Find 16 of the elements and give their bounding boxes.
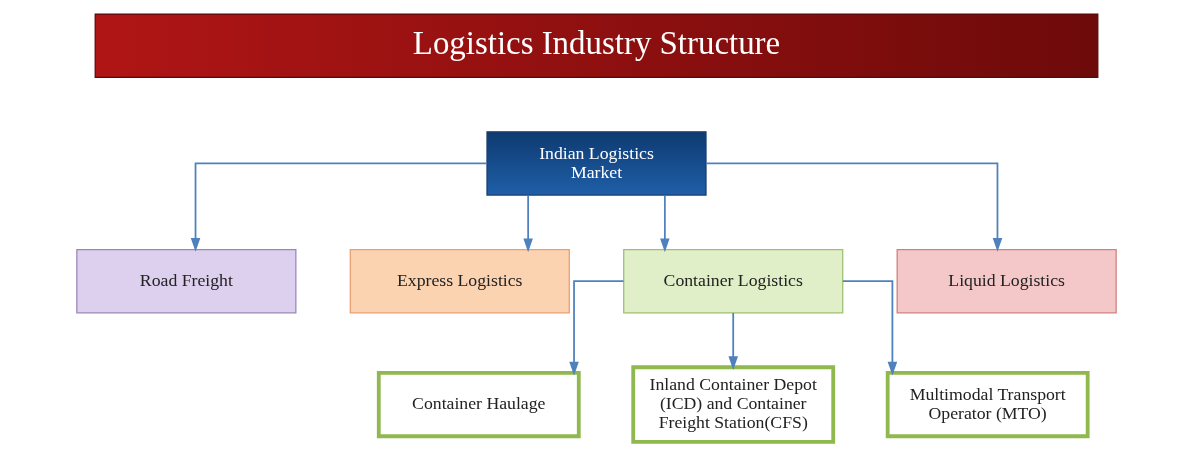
arrow (727, 311, 738, 370)
node-box: Liquid Logistics (896, 248, 1117, 313)
node-box: Indian Logistics Market (485, 130, 707, 196)
arrow (704, 162, 1002, 252)
node-box: Express Logistics (349, 248, 570, 313)
diagram-title: Logistics Industry Structure (412, 24, 780, 61)
arrow (659, 194, 670, 252)
node-box: Container Logistics (622, 248, 843, 313)
arrow (190, 162, 488, 252)
arrow (841, 279, 897, 375)
node-box: Road Freight (75, 248, 296, 313)
node-box: Multimodal Transport Operator (MTO) (885, 370, 1090, 438)
arrow (522, 194, 533, 252)
arrow (568, 279, 624, 375)
node-box: Container Haulage (376, 370, 581, 438)
node-box: Inland Container Depot (ICD) and Container Freight Station(CFS) (630, 364, 835, 444)
